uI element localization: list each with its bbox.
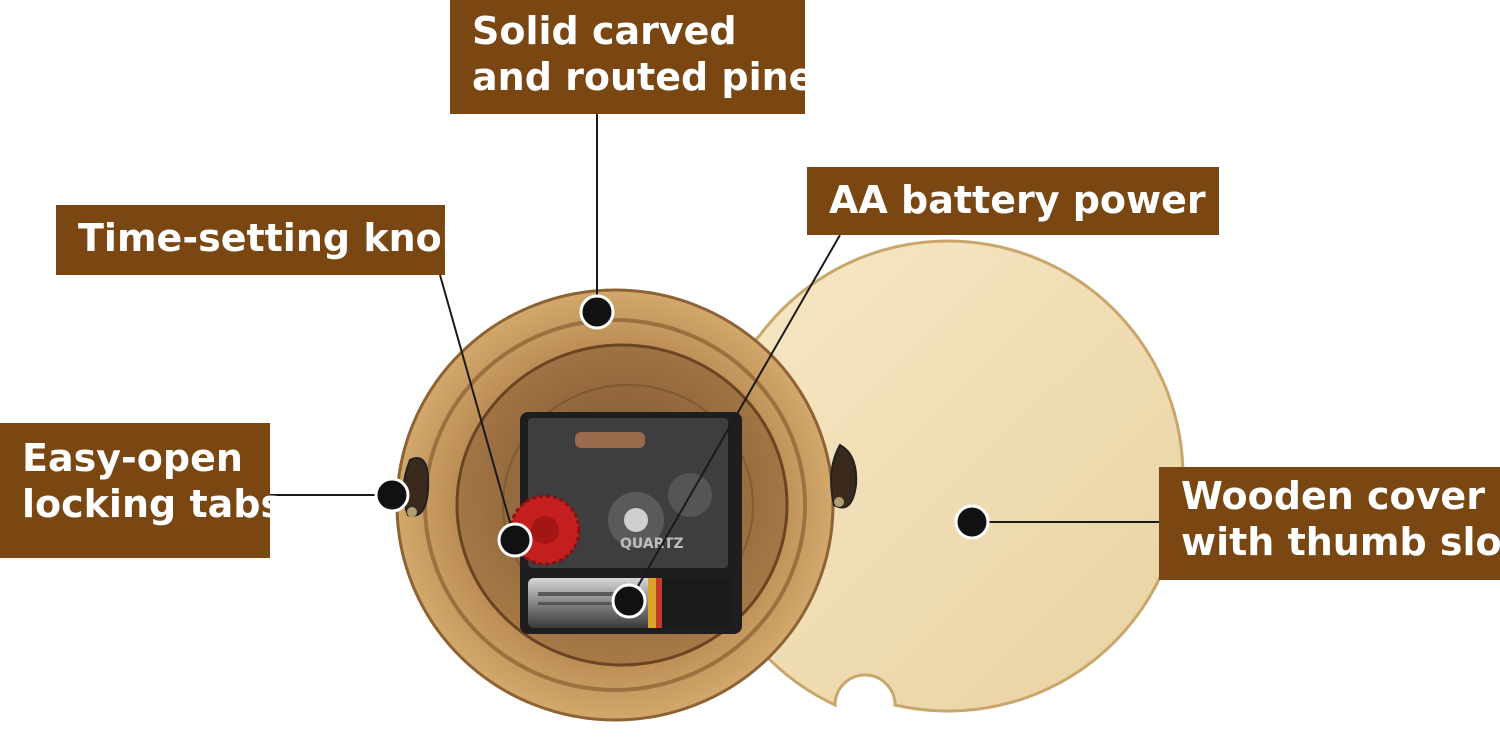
movement-brand-text: QUARTZ <box>620 536 684 552</box>
callout-wooden-cover: Wooden cover with thumb slot <box>1159 467 1500 580</box>
leader-dots <box>374 294 990 619</box>
dot-tabs <box>374 477 410 513</box>
callout-battery-line1: AA battery power <box>829 178 1206 222</box>
callout-battery: AA battery power <box>807 167 1219 235</box>
callout-cover-line2: with thumb slot <box>1181 520 1500 564</box>
dot-pine <box>579 294 615 330</box>
callout-solid-pine: Solid carved and routed pine <box>450 0 815 114</box>
leader-lines <box>270 114 1159 601</box>
callout-pine-line1: Solid carved <box>472 9 737 53</box>
leader-line-battery <box>629 234 841 601</box>
dot-cover <box>954 504 990 540</box>
dot-knob <box>497 522 533 558</box>
callout-locking-tabs: Easy-open locking tabs <box>0 423 284 558</box>
callout-cover-line1: Wooden cover <box>1181 474 1485 518</box>
callout-tabs-line1: Easy-open <box>22 436 243 480</box>
callout-time-knob: Time-setting knob <box>56 205 469 275</box>
callout-pine-line2: and routed pine <box>472 55 815 99</box>
callout-tabs-line2: locking tabs <box>22 482 284 526</box>
dot-battery <box>611 583 647 619</box>
callout-knob-line1: Time-setting knob <box>78 216 469 260</box>
locking-tab-right <box>830 443 858 509</box>
leader-line-knob <box>439 274 516 541</box>
